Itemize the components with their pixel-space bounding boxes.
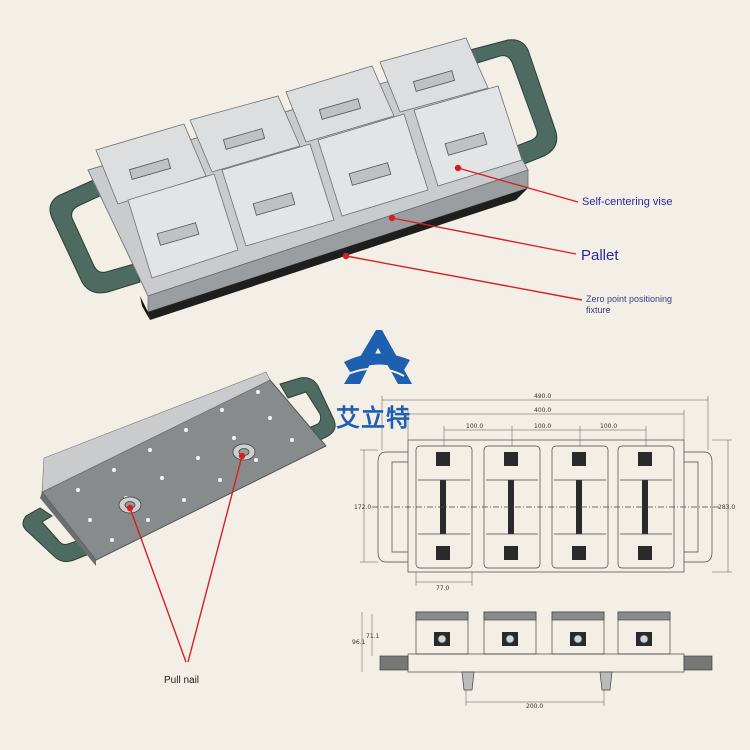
underside-right-handle bbox=[279, 377, 336, 445]
side-view bbox=[379, 611, 713, 691]
dim-right-height: 283.0 bbox=[718, 504, 735, 511]
pallet-assembly-3d bbox=[49, 37, 583, 320]
label-self-centering-vise: Self-centering vise bbox=[582, 196, 673, 208]
dimension-lines bbox=[360, 396, 732, 706]
plan-vise-blocks bbox=[436, 452, 652, 560]
dim-side-height-2: 71.1 bbox=[366, 633, 380, 640]
dim-pitch-1: 100.0 bbox=[466, 423, 483, 430]
dim-vise-width: 77.0 bbox=[436, 585, 450, 592]
plan-left-handle bbox=[377, 451, 408, 563]
underside-left-handle bbox=[22, 507, 95, 563]
label-pallet: Pallet bbox=[581, 247, 619, 264]
vise-row-front bbox=[127, 85, 523, 279]
dim-pitch-2: 100.0 bbox=[534, 423, 551, 430]
underside-plate-edge bbox=[40, 492, 96, 566]
dim-inner-width: 400.0 bbox=[534, 407, 551, 414]
side-view-pallet bbox=[407, 653, 685, 673]
zero-point-fixture-base bbox=[148, 188, 528, 320]
label-pull-nail: Pull nail bbox=[164, 675, 200, 686]
plan-right-handle bbox=[684, 451, 713, 563]
dimension-labels: 490.0 400.0 100.0 100.0 100.0 172.0 283.… bbox=[352, 393, 735, 710]
plan-view-body bbox=[407, 439, 685, 573]
dim-pin-spacing: 200.0 bbox=[526, 703, 543, 710]
pallet-underside-view bbox=[22, 371, 336, 663]
vise-jaw-details bbox=[128, 70, 488, 246]
vise-front-3 bbox=[317, 113, 429, 217]
callout-lines-pull-nail bbox=[126, 452, 246, 663]
plan-jaw-lines bbox=[418, 479, 672, 535]
side-right-handle bbox=[683, 655, 713, 671]
callout-lines-top bbox=[342, 164, 583, 301]
plate-holes bbox=[76, 390, 294, 542]
label-zero-point-line1: Zero point positioning bbox=[586, 294, 673, 304]
vise-front-2 bbox=[221, 143, 335, 247]
vise-back-4 bbox=[379, 37, 489, 113]
brand-name: 艾立特 bbox=[336, 405, 411, 432]
label-zero-point-fixture: Zero point positioning fixture bbox=[586, 294, 706, 316]
dim-overall-width: 490.0 bbox=[534, 393, 551, 400]
stylized-letter-a-logo bbox=[344, 330, 412, 384]
vise-front-4 bbox=[413, 85, 523, 187]
plate-fingers bbox=[41, 371, 271, 493]
side-left-handle bbox=[379, 655, 409, 671]
side-pin-left bbox=[461, 671, 475, 691]
label-zero-point-line2: fixture bbox=[586, 305, 611, 315]
technical-drawing bbox=[360, 396, 732, 706]
zero-point-fixture-side bbox=[140, 296, 150, 320]
side-pin-right bbox=[599, 671, 613, 691]
dim-left-height: 172.0 bbox=[354, 504, 371, 511]
dim-pitch-3: 100.0 bbox=[600, 423, 617, 430]
dim-side-height-1: 96.1 bbox=[352, 639, 366, 646]
